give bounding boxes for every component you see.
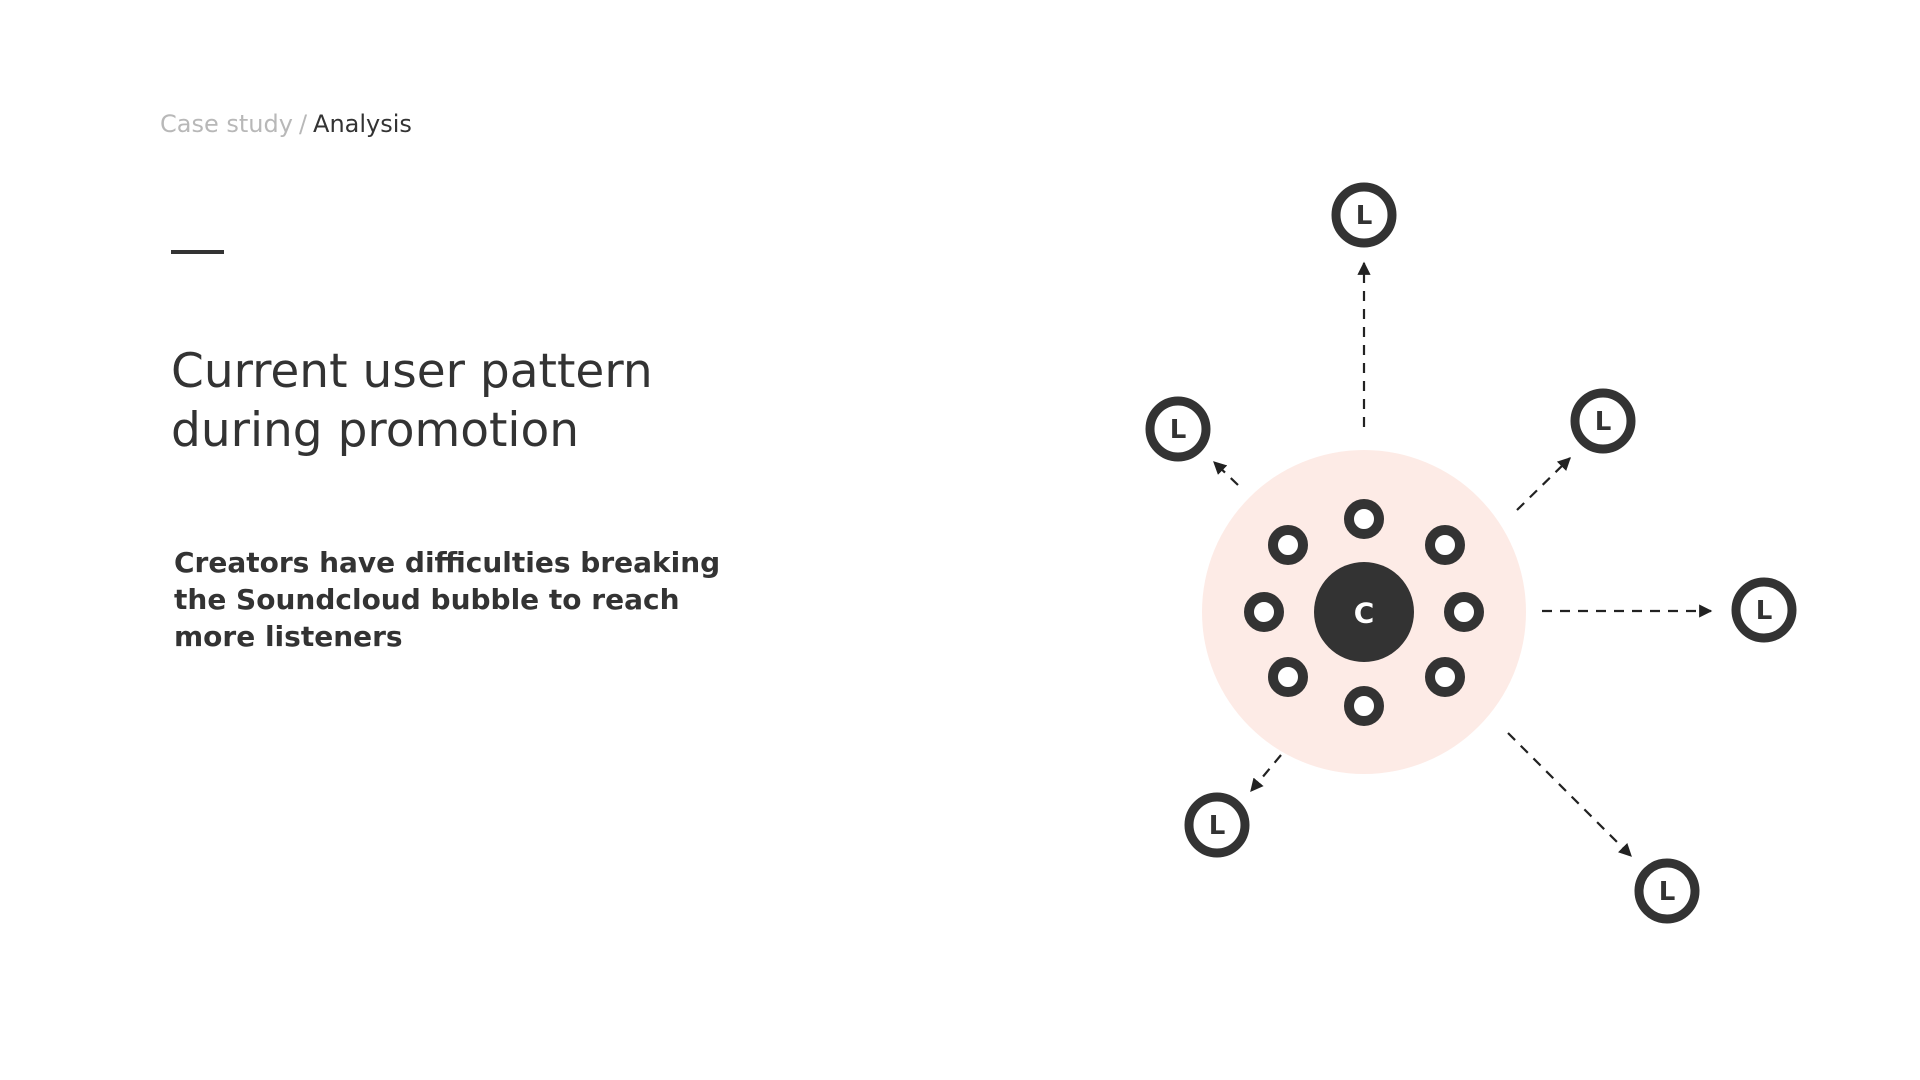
listener-node-lower-right: L	[1634, 858, 1700, 924]
inner-listeners	[1244, 499, 1484, 726]
listener-node-top: L	[1331, 182, 1397, 248]
arrow-up-right	[1516, 457, 1571, 511]
inner-listener-node	[1444, 592, 1484, 632]
listener-node-lower-left: L	[1184, 792, 1250, 858]
listener-node-upper-right: L	[1570, 388, 1636, 454]
listener-ring	[1634, 858, 1700, 924]
inner-listener-node	[1344, 686, 1384, 726]
description-line-3: more listeners	[174, 620, 403, 653]
listener-node-right: L	[1731, 577, 1797, 643]
reach-arrows	[1213, 261, 1713, 857]
outer-listeners: L L L L L L	[1145, 182, 1797, 924]
inner-listener-node	[1244, 592, 1284, 632]
listener-label: L	[1356, 201, 1373, 231]
page-title-line-2: during promotion	[171, 403, 580, 458]
page-title: Current user pattern during promotion	[171, 342, 791, 460]
inner-listener-node	[1268, 657, 1308, 697]
inner-listener-node	[1425, 657, 1465, 697]
listener-ring	[1145, 396, 1211, 462]
arrow-down-left	[1250, 754, 1282, 793]
arrow-up-left	[1213, 461, 1239, 486]
breadcrumb-parent[interactable]: Case study	[160, 110, 293, 138]
arrow-down-right	[1507, 732, 1632, 857]
creator-label: C	[1354, 597, 1375, 630]
listener-ring	[1331, 182, 1397, 248]
page-title-line-1: Current user pattern	[171, 344, 653, 399]
creator-node: C	[1314, 562, 1414, 662]
creator-circle	[1314, 562, 1414, 662]
listener-ring	[1731, 577, 1797, 643]
inner-listener-node	[1268, 525, 1308, 565]
listener-ring	[1570, 388, 1636, 454]
listener-ring	[1184, 792, 1250, 858]
title-accent-dash	[171, 250, 224, 254]
listener-label: L	[1595, 407, 1612, 437]
description-line-2: the Soundcloud bubble to reach	[174, 583, 680, 616]
listener-label: L	[1756, 596, 1773, 626]
breadcrumb-current: Analysis	[313, 110, 412, 138]
inner-listener-node	[1344, 499, 1384, 539]
description-line-1: Creators have difficulties breaking	[174, 546, 721, 579]
listener-label: L	[1170, 415, 1187, 445]
listener-label: L	[1209, 811, 1226, 841]
breadcrumb: Case study/Analysis	[160, 110, 412, 138]
listener-node-upper-left: L	[1145, 396, 1211, 462]
page-description: Creators have difficulties breaking the …	[174, 544, 734, 655]
inner-listener-node	[1425, 525, 1465, 565]
listener-label: L	[1659, 877, 1676, 907]
breadcrumb-separator: /	[298, 110, 308, 138]
